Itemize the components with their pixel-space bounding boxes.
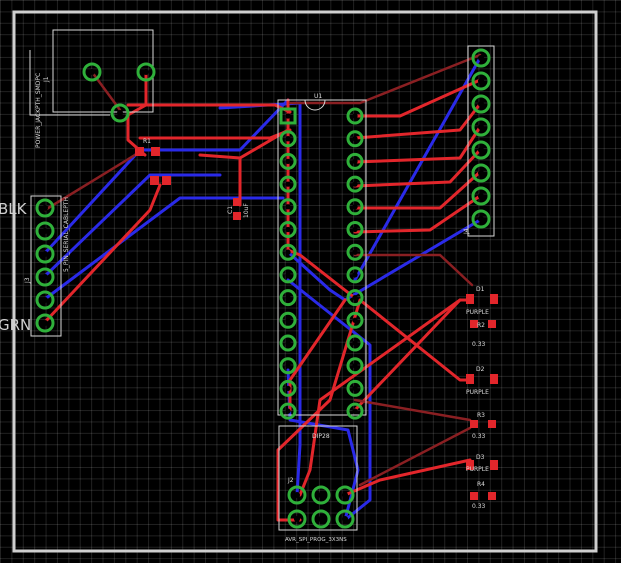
- ic-pin-pad[interactable]: [279, 311, 297, 329]
- header-pad[interactable]: [471, 48, 491, 68]
- bottom-copper-traces: [43, 56, 482, 522]
- ic-pin-pad[interactable]: [346, 130, 364, 148]
- label-r4: R4: [477, 481, 485, 488]
- ic-pin-pad[interactable]: [279, 130, 297, 148]
- label-d2-value: PURPLE: [466, 389, 489, 396]
- ic-pin-pad[interactable]: [279, 402, 297, 420]
- label-j3-value: 5_PIN_SERIAL_CABLEPTH: [63, 197, 70, 272]
- board-outline: [12, 10, 598, 553]
- isp-pin-pad[interactable]: [311, 485, 331, 505]
- label-j1: J1: [43, 76, 50, 83]
- cable-pad[interactable]: [35, 221, 55, 241]
- label-r1: R1: [143, 138, 151, 145]
- silkscreen-outlines: [29, 29, 495, 531]
- ic-pin-pad[interactable]: [346, 221, 364, 238]
- isp-pin-pad[interactable]: [311, 509, 331, 529]
- label-u1: U1: [314, 93, 322, 100]
- ic-pin-pad[interactable]: [279, 175, 297, 193]
- isp-pin-pad[interactable]: [335, 509, 355, 529]
- wire-label-green: GRN: [0, 316, 31, 334]
- ic-pin-pad[interactable]: [279, 152, 297, 170]
- header-pad[interactable]: [471, 209, 491, 229]
- cable-pad[interactable]: [35, 290, 55, 310]
- ic-pin-pad[interactable]: [346, 379, 364, 397]
- pads-layer: [35, 48, 491, 529]
- ic-pin-pad[interactable]: [346, 266, 364, 284]
- label-u1-package: DIP28: [312, 433, 330, 440]
- ic-pin-pad[interactable]: [279, 289, 297, 307]
- top-copper-traces: [43, 70, 482, 522]
- label-j3: J3: [24, 277, 31, 284]
- label-c1: C1: [227, 206, 234, 214]
- header-pad[interactable]: [471, 94, 491, 114]
- header-pad[interactable]: [471, 71, 491, 91]
- ic-pin-pad[interactable]: [279, 243, 297, 261]
- label-d2: D2: [476, 366, 485, 373]
- label-c1-value: 10uF: [243, 203, 250, 218]
- wire-label-black: BLK: [0, 200, 28, 218]
- ic-pin-pad[interactable]: [279, 334, 297, 352]
- ic-pin-pad[interactable]: [346, 175, 364, 193]
- header-pad[interactable]: [471, 186, 491, 206]
- label-r2: R2: [477, 322, 485, 329]
- header-pad[interactable]: [471, 117, 491, 137]
- label-d3: D3: [476, 454, 485, 461]
- ic-pin-pad[interactable]: [346, 289, 364, 307]
- cable-pad[interactable]: [35, 198, 55, 218]
- label-r2-value: 0.33: [472, 341, 486, 348]
- ic-pin-pad[interactable]: [279, 221, 297, 238]
- label-r4-value: 0.33: [472, 503, 486, 510]
- label-r3-value: 0.33: [472, 433, 486, 440]
- airwires: [43, 53, 482, 487]
- ic-pin-pad[interactable]: [346, 243, 364, 261]
- cable-pad[interactable]: [35, 313, 55, 333]
- isp-pin-pad[interactable]: [287, 485, 307, 505]
- ic-pin-pad[interactable]: [346, 334, 364, 352]
- cable-pad[interactable]: [35, 244, 55, 264]
- power-jack-pad[interactable]: [82, 62, 102, 82]
- cable-pad[interactable]: [35, 267, 55, 287]
- header-pad[interactable]: [471, 163, 491, 183]
- ic-pin-pad[interactable]: [346, 357, 364, 375]
- label-d1-value: PURPLE: [466, 309, 489, 316]
- smd-pads: [135, 147, 498, 500]
- isp-pin-pad[interactable]: [287, 509, 307, 529]
- label-r3: R3: [477, 412, 485, 419]
- label-j4: J4: [463, 228, 470, 235]
- power-jack-pad[interactable]: [136, 62, 156, 82]
- power-jack-pad[interactable]: [110, 103, 130, 123]
- ic-pin-pad[interactable]: [346, 311, 364, 329]
- ic-pin-pad[interactable]: [346, 198, 364, 216]
- header-pad[interactable]: [471, 140, 491, 160]
- isp-pin-pad[interactable]: [335, 485, 355, 505]
- ic-pin-pad[interactable]: [346, 107, 364, 125]
- ic-pin-pad[interactable]: [279, 379, 297, 397]
- label-d1: D1: [476, 286, 485, 293]
- label-j2: J2: [287, 477, 294, 484]
- ic-pin-pad[interactable]: [279, 198, 297, 216]
- ic-pin-pad[interactable]: [279, 107, 297, 125]
- ic-pin-pad[interactable]: [279, 266, 297, 284]
- label-d3-value: PURPLE: [466, 466, 489, 473]
- ic-pin-pad[interactable]: [346, 402, 364, 420]
- label-j1-value: POWER_JACKPTH_SMDPC: [35, 73, 42, 148]
- ic-pin-pad[interactable]: [279, 357, 297, 375]
- label-j2-value: AVR_SPI_PROG_3X3NS: [285, 537, 347, 543]
- ic-pin-pad[interactable]: [346, 152, 364, 170]
